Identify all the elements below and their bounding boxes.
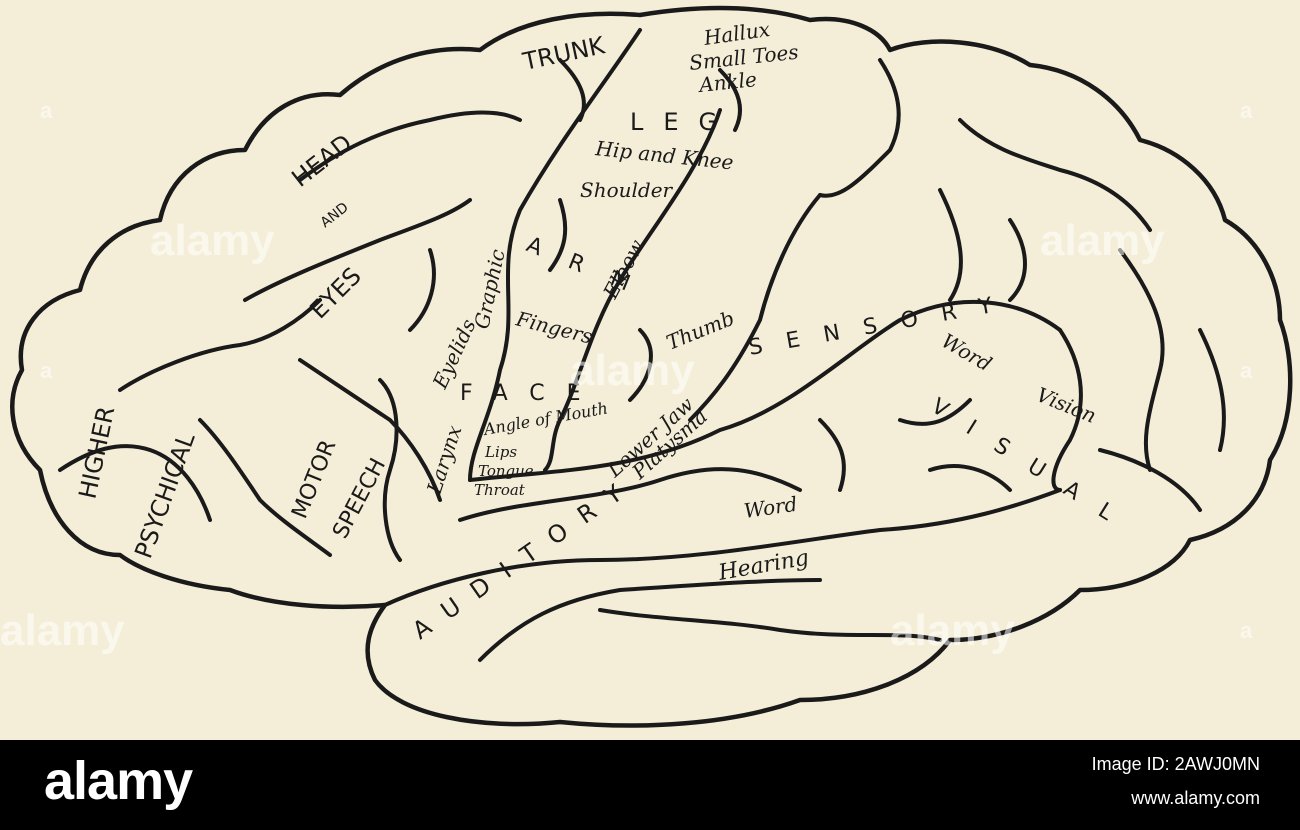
label-ankle: Ankle [696,67,758,97]
label-and: AND [318,200,352,232]
label-graphic: Graphic [469,247,509,331]
sulci [58,28,1226,662]
label-shoulder: Shoulder [580,178,674,202]
label-face: FACE [460,381,603,406]
label-head: HEAD [286,129,357,193]
label-vision: Vision [1033,382,1100,428]
image-id: Image ID: 2AWJ0MN [1091,754,1260,774]
label-leg: LEG [630,108,737,136]
label-hip-and-knee: Hip and Knee [593,136,734,174]
label-fingers: Fingers [513,306,595,348]
label-word-vision: Word [938,329,996,377]
footer-bar: alamy Image ID: 2AWJ0MN www.alamy.com [0,740,1300,830]
label-trunk: TRUNK [519,31,608,76]
watermark-letter: a [40,358,53,383]
label-speech: SPEECH [328,454,391,542]
brain-svg: HIGHER PSYCHICAL HEAD AND EYES TRUNK LEG… [0,5,1293,728]
label-motor: MOTOR [287,437,341,523]
label-higher: HIGHER [73,404,120,501]
site-url[interactable]: www.alamy.com [1131,788,1260,808]
alamy-logo[interactable]: alamy [44,751,193,811]
watermark-text: alamy [570,346,695,395]
watermark-text: alamy [890,606,1015,655]
watermark-text: alamy [0,606,125,655]
region-labels: HIGHER PSYCHICAL HEAD AND EYES TRUNK LEG… [73,17,1139,645]
label-lips: Lips [484,443,517,461]
watermark-letter: a [1240,618,1253,643]
watermark-letter: a [1240,358,1253,383]
label-word-auditory: Word [742,492,798,523]
watermark-letter: a [40,98,53,123]
brain-outline [10,5,1293,728]
watermark-text: alamy [150,216,275,265]
label-tongue: Tongue [478,462,534,480]
label-larynx: Larynx [422,422,467,497]
watermark-text: alamy [1040,216,1165,265]
watermark-letter: a [1240,98,1253,123]
label-eyes: EYES [304,262,366,324]
label-throat: Throat [474,481,526,499]
brain-diagram: HIGHER PSYCHICAL HEAD AND EYES TRUNK LEG… [0,5,1293,728]
watermark: alamy alamy alamy alamy alamy a a a a a [0,98,1253,655]
